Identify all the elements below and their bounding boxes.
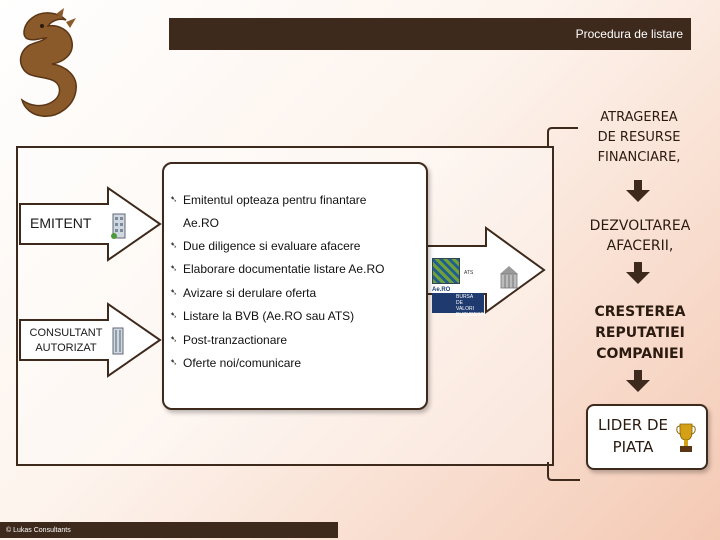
- goal-financing: ATRAGEREA DE RESURSE FINANCIARE,: [597, 110, 681, 165]
- bullet-icon: ➷: [170, 287, 178, 297]
- aero-text: Ae.RO: [432, 287, 451, 293]
- aero-logo: [432, 258, 460, 284]
- bullet-icon: ➷: [170, 310, 178, 320]
- dragon-logo-icon: [19, 8, 77, 117]
- page-title: Procedura de listare: [575, 27, 683, 41]
- consultant-label: CONSULTANT AUTORIZAT: [29, 327, 103, 354]
- step-item: Elaborare documentatie listare Ae.RO: [183, 262, 385, 276]
- emitent-arrow: [19, 186, 162, 262]
- down-arrow-2: [626, 262, 650, 284]
- down-arrow-1: [626, 180, 650, 202]
- tower-building-icon: [112, 327, 124, 355]
- consultant-arrow: [19, 302, 162, 378]
- header-bar: Procedura de listare: [169, 18, 691, 50]
- bullet-icon: ➷: [170, 263, 178, 273]
- step-item: Post-tranzactionare: [183, 333, 288, 347]
- ats-label: ATS: [464, 270, 474, 276]
- goal-leader: LIDER DE PIATA: [597, 416, 669, 456]
- bullet-icon: ➷: [170, 194, 178, 204]
- step-item: Avizare si derulare oferta: [183, 286, 317, 300]
- goal-development: DEZVOLTAREA AFACERII,: [589, 218, 691, 254]
- building-icon: [111, 213, 126, 239]
- footer-bar: © Lukas Consultants: [0, 522, 338, 538]
- step-item: Due diligence si evaluare afacere: [183, 239, 361, 253]
- step-item-cont: Ae.RO: [183, 216, 220, 230]
- exchange-building-icon: [500, 266, 518, 289]
- trophy-icon: [676, 423, 696, 452]
- step-item: Oferte noi/comunicare: [183, 356, 302, 370]
- down-arrow-3: [626, 370, 650, 392]
- footer-text: © Lukas Consultants: [6, 526, 71, 534]
- step-item: Listare la BVB (Ae.RO sau ATS): [183, 309, 355, 323]
- goal-reputation: CRESTEREA REPUTATIEI COMPANIEI: [594, 304, 686, 362]
- steps-box: [162, 162, 428, 410]
- bvb-logo: BURSA DE VALORI BUCURESTI: [432, 293, 485, 318]
- bullet-icon: ➷: [170, 357, 178, 367]
- bullet-icon: ➷: [170, 334, 178, 344]
- emitent-label: EMITENT: [30, 215, 92, 231]
- bullet-icon: ➷: [170, 240, 178, 250]
- step-item: Emitentul opteaza pentru finantare: [183, 193, 367, 207]
